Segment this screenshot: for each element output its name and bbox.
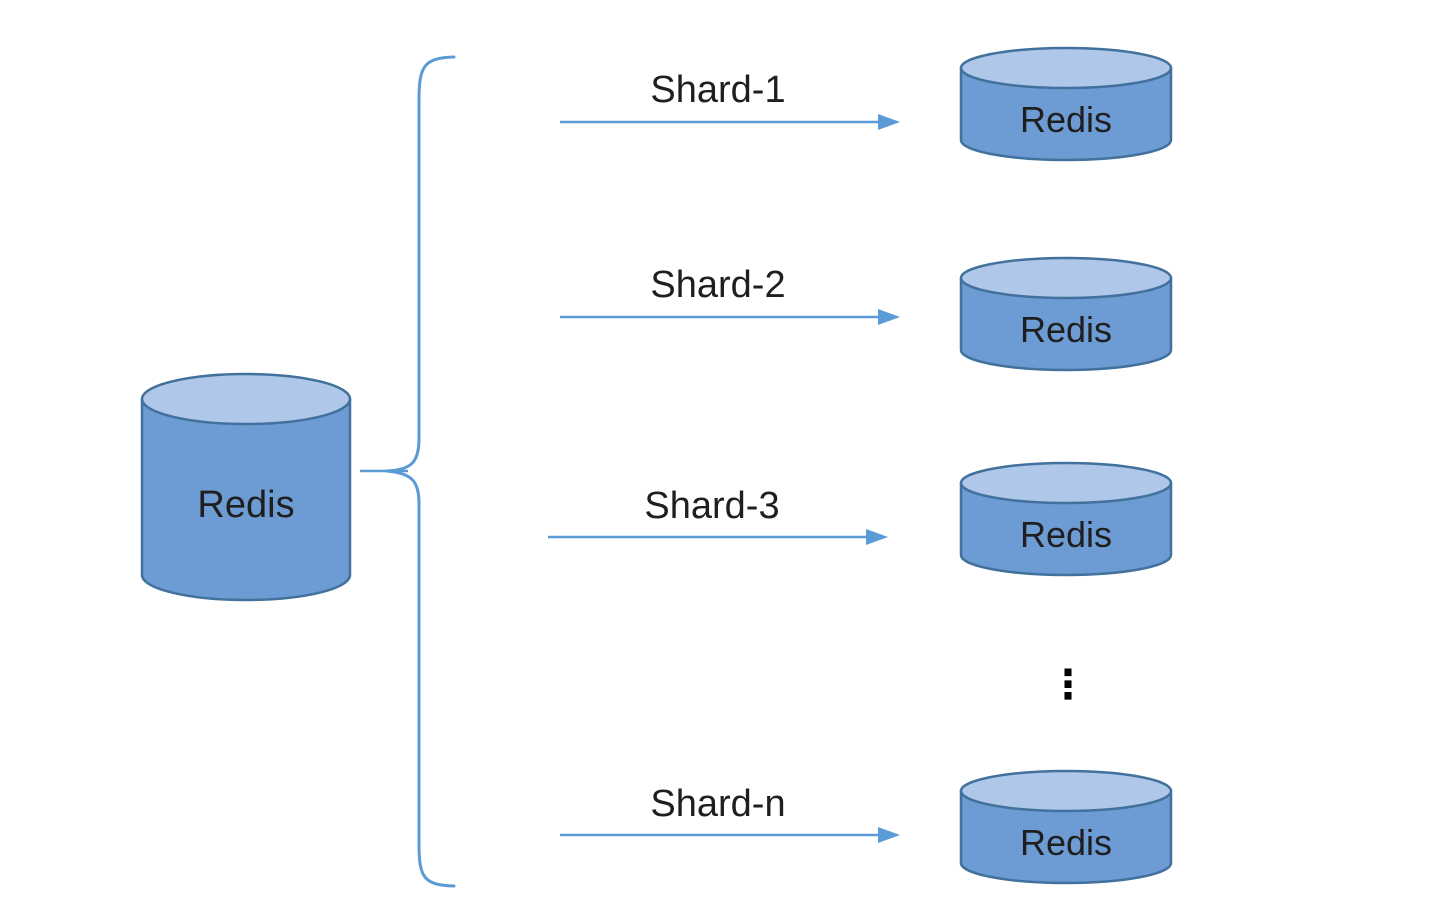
database-cylinder-icon [959, 256, 1173, 372]
shard-n-label: Shard-n [650, 783, 786, 825]
shard-1-redis-cylinder: Redis [958, 45, 1174, 163]
database-cylinder-icon [959, 461, 1173, 577]
shard-1-redis-label: Redis [1019, 99, 1113, 140]
database-cylinder-icon [140, 372, 352, 602]
shard-3-redis-cylinder: Redis [958, 460, 1174, 578]
shard-2-redis-cylinder: Redis [958, 255, 1174, 373]
source-redis-cylinder: Redis [140, 372, 352, 602]
shard-n-redis-label: Redis [1019, 822, 1113, 863]
more-shards-ellipsis: ⋮ [1048, 663, 1088, 707]
shard-3-label: Shard-3 [644, 485, 780, 527]
shard-1-arrow-head [878, 114, 900, 130]
source-redis-label: Redis [197, 484, 295, 526]
database-cylinder-icon [959, 769, 1173, 885]
shard-2-redis-label: Redis [1019, 309, 1113, 350]
shard-2-label: Shard-2 [650, 264, 786, 306]
shard-1-label: Shard-1 [650, 69, 786, 111]
shard-3-redis-label: Redis [1019, 514, 1113, 555]
shard-n-arrow-head [878, 827, 900, 843]
shard-n-redis-cylinder: Redis [958, 768, 1174, 886]
shard-3-arrow-head [866, 529, 888, 545]
database-cylinder-icon [959, 46, 1173, 162]
fanout-brace [385, 55, 456, 888]
shard-2-arrow-head [878, 309, 900, 325]
